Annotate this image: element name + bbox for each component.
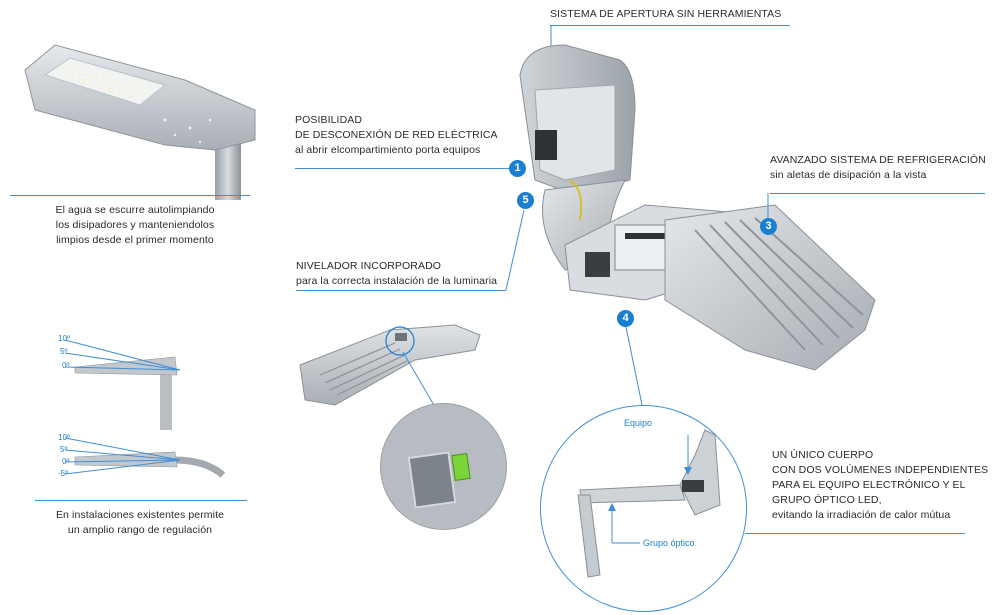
body-line-1: UN ÚNICO CUERPO xyxy=(772,449,874,461)
install-caption: En instalaciones existentes permite un a… xyxy=(25,508,255,538)
main-luminaire-illustration xyxy=(519,44,876,371)
water-caption-line-3: limpios desde el primer momento xyxy=(56,234,214,246)
leveler-leader xyxy=(296,290,506,291)
leveler-luminaire-illustration xyxy=(299,324,481,406)
leveler-bubble-icon xyxy=(451,453,471,481)
water-caption: El agua se escurre autolimpiando los dis… xyxy=(20,203,250,248)
water-caption-line-1: El agua se escurre autolimpiando xyxy=(55,204,215,216)
angle-top-0: 0º xyxy=(62,361,70,370)
leveler-zoom-slot xyxy=(407,451,457,509)
body-callout: UN ÚNICO CUERPO CON DOS VOLÚMENES INDEPE… xyxy=(772,448,988,523)
disconnect-line-3: al abrir elcompartimiento porta equipos xyxy=(295,144,481,156)
install-divider xyxy=(35,500,247,501)
leveler-line-2: para la correcta instalación de la lumin… xyxy=(296,275,498,287)
body-leader-down xyxy=(625,327,643,406)
badge-3: 3 xyxy=(760,218,777,235)
cooling-line-2: sin aletas de disipación a la vista xyxy=(770,169,927,181)
leveler-line-1: NIVELADOR INCORPORADO xyxy=(296,260,442,272)
cooling-line-1: AVANZADO SISTEMA DE REFRIGERACIÓN xyxy=(770,154,986,166)
angle-diagram-top xyxy=(64,339,181,430)
tool-free-leader xyxy=(550,25,790,26)
body-line-5: evitando la irradiación de calor mútua xyxy=(772,509,951,521)
leveler-zoom-circle xyxy=(380,403,507,530)
grupo-optico-label: Grupo óptico xyxy=(643,538,695,548)
install-caption-line-1: En instalaciones existentes permite xyxy=(55,509,225,521)
install-caption-line-2: un amplio rango de regulación xyxy=(67,524,213,536)
leveler-callout: NIVELADOR INCORPORADO para la correcta i… xyxy=(296,259,497,289)
water-luminaire-illustration xyxy=(24,44,256,200)
body-line-2: CON DOS VOLÚMENES INDEPENDIENTES xyxy=(772,464,989,476)
cooling-callout: AVANZADO SISTEMA DE REFRIGERACIÓN sin al… xyxy=(770,153,986,183)
body-leader xyxy=(745,533,965,534)
body-line-3: PARA EL EQUIPO ELECTRÓNICO Y EL xyxy=(772,479,966,491)
disconnect-leader xyxy=(295,168,510,169)
body-line-4: GRUPO ÓPTICO LED, xyxy=(772,494,882,506)
body-detail-illustration xyxy=(577,429,721,578)
disconnect-line-2: DE DESCONEXIÓN DE RED ELÉCTRICA xyxy=(295,129,498,141)
angle-bottom-5: 5º xyxy=(60,445,68,454)
angle-bottom-10: 10º xyxy=(58,433,70,442)
tool-free-callout: SISTEMA DE APERTURA SIN HERRAMIENTAS xyxy=(550,8,782,20)
leveler-leader-up xyxy=(505,209,525,291)
disconnect-callout: POSIBILIDAD DE DESCONEXIÓN DE RED ELÉCTR… xyxy=(295,113,498,158)
cooling-leader-down xyxy=(767,193,769,218)
disconnect-line-1: POSIBILIDAD xyxy=(295,114,363,126)
cooling-leader xyxy=(770,193,985,194)
angle-top-5: 5º xyxy=(60,347,68,356)
badge-4: 4 xyxy=(617,310,634,327)
badge-1: 1 xyxy=(509,160,526,177)
water-divider xyxy=(10,195,250,196)
equipo-label: Equipo xyxy=(624,418,653,428)
water-caption-line-2: los disipadores y manteniendolos xyxy=(55,219,215,231)
badge-5: 5 xyxy=(517,192,534,209)
angle-bottom-minus5: -5º xyxy=(58,469,69,478)
angle-diagram-bottom xyxy=(64,437,225,478)
angle-bottom-0: 0º xyxy=(62,457,70,466)
angle-top-10: 10º xyxy=(58,334,70,343)
